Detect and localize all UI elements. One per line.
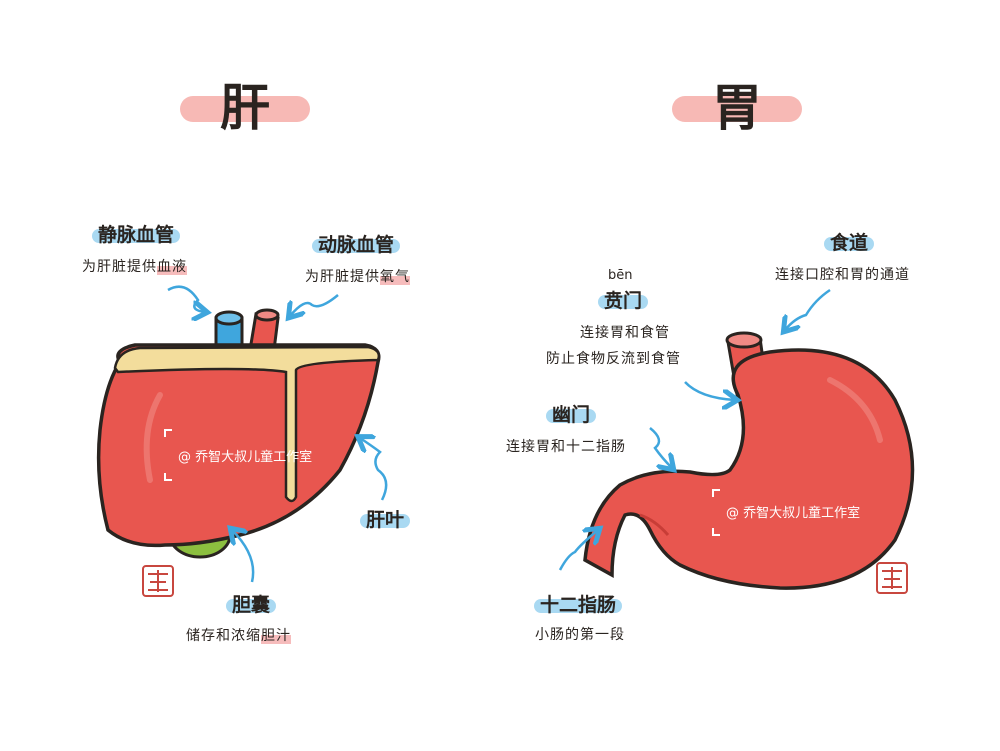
gallbladder-label: 胆囊 — [226, 590, 277, 617]
stomach-shape — [583, 348, 915, 590]
watermark-right: @ 乔智大叔儿童工作室 — [726, 506, 861, 521]
liver-title-pill — [180, 96, 310, 122]
cardia-desc-1: 连接胃和食管 — [580, 325, 670, 341]
stomach-title: 胃 — [712, 79, 762, 137]
seal-stamp-right — [876, 562, 908, 594]
artery-desc: 为肝脏提供氧气 — [305, 269, 410, 285]
vein-desc: 为肝脏提供血液 — [82, 259, 187, 275]
pylorus-arrow — [649, 427, 672, 468]
cardia-pinyin: bēn — [608, 268, 633, 283]
liver-title: 肝 — [220, 79, 270, 137]
watermark-bracket-left — [164, 429, 172, 481]
cardia-arrow — [684, 381, 735, 400]
cardia-desc-2: 防止食物反流到食管 — [546, 351, 681, 367]
duodenum-label: 十二指肠 — [534, 590, 623, 617]
artery-label: 动脉血管 — [312, 230, 401, 257]
seal-stamp-left — [142, 565, 174, 597]
lobe-arrow — [360, 438, 388, 501]
cardia-label: 贲门 — [598, 286, 649, 313]
watermark-left: @ 乔智大叔儿童工作室 — [178, 450, 313, 465]
gallbladder-arrow — [232, 530, 255, 583]
stomach-title-pill — [672, 96, 802, 122]
duodenum-arrow — [558, 530, 598, 571]
lobe-label: 肝叶 — [360, 505, 411, 532]
esophagus-label: 食道 — [824, 228, 875, 255]
gallbladder-desc: 储存和浓缩胆汁 — [186, 628, 291, 644]
vein-label: 静脉血管 — [92, 220, 181, 247]
watermark-bracket-right — [712, 489, 720, 536]
esophagus-desc: 连接口腔和胃的通道 — [775, 267, 910, 283]
duodenum-desc: 小肠的第一段 — [535, 627, 625, 643]
artery-arrow — [290, 294, 339, 316]
pylorus-desc: 连接胃和十二指肠 — [506, 439, 626, 455]
esophagus-arrow — [785, 288, 831, 330]
vein-arrow — [167, 285, 205, 312]
pylorus-label: 幽门 — [546, 400, 597, 427]
